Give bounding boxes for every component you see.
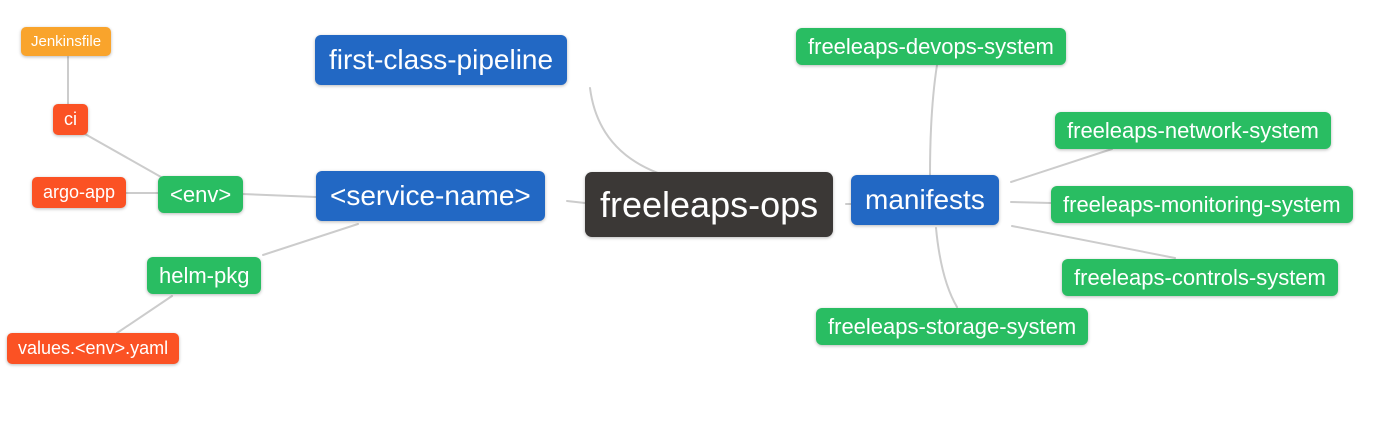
node-argo-app[interactable]: argo-app	[32, 177, 127, 208]
edge-service-name-helm-pkg	[262, 223, 359, 256]
node-service-name[interactable]: <service-name>	[316, 171, 545, 222]
edge-ci-env	[84, 133, 162, 178]
node-values-env-yaml[interactable]: values.<env>.yaml	[7, 333, 180, 364]
node-jenkinsfile[interactable]: Jenkinsfile	[21, 27, 112, 57]
edge-env-service-name	[241, 193, 317, 198]
node-first-class-pipeline[interactable]: first-class-pipeline	[315, 35, 568, 86]
node-freeleaps-controls-system[interactable]: freeleaps-controls-system	[1062, 259, 1338, 297]
edge-manifests-devops-system	[929, 64, 938, 176]
edge-pipeline-freeleaps-ops	[589, 87, 659, 174]
node-freeleaps-network-system[interactable]: freeleaps-network-system	[1055, 112, 1331, 150]
node-env[interactable]: <env>	[158, 176, 244, 214]
node-freeleaps-devops-system[interactable]: freeleaps-devops-system	[796, 28, 1066, 66]
edge-service-name-freeleaps-ops	[566, 200, 586, 204]
edge-helm-pkg-values	[116, 295, 173, 334]
node-manifests[interactable]: manifests	[851, 175, 999, 226]
node-freeleaps-storage-system[interactable]: freeleaps-storage-system	[816, 308, 1089, 346]
node-ci[interactable]: ci	[53, 104, 88, 135]
node-freeleaps-ops[interactable]: freeleaps-ops	[585, 172, 834, 238]
edge-manifests-network-system	[1010, 148, 1113, 183]
node-freeleaps-monitoring-system[interactable]: freeleaps-monitoring-system	[1051, 186, 1353, 224]
node-helm-pkg[interactable]: helm-pkg	[147, 257, 262, 295]
edge-manifests-controls-system	[1011, 225, 1176, 259]
edge-manifests-monitoring-system	[1010, 201, 1052, 204]
edge-manifests-storage-system	[935, 227, 958, 308]
